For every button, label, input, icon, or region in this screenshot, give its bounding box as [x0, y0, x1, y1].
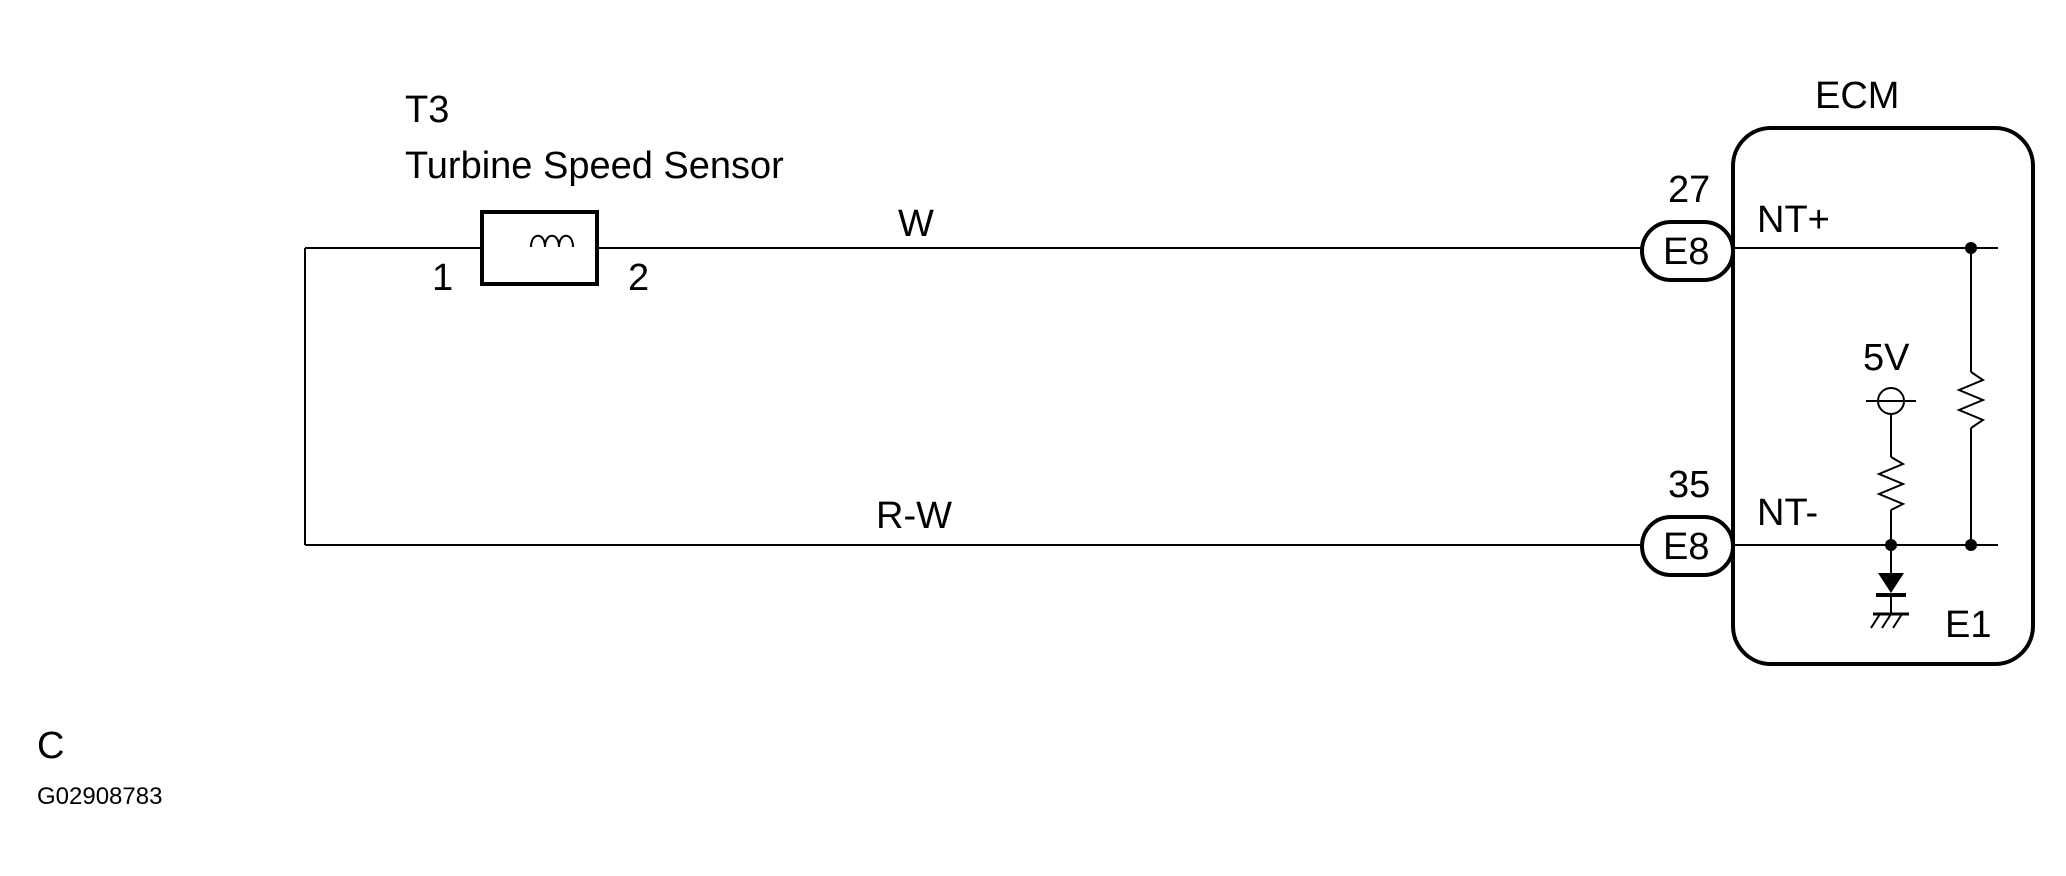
sensor-id: T3	[405, 89, 449, 131]
signal-nt-plus: NT+	[1757, 199, 1830, 241]
ground-icon	[1870, 612, 1909, 629]
signal-nt-minus: NT-	[1757, 492, 1818, 534]
ecm-title: ECM	[1815, 75, 1899, 117]
figure-code: G02908783	[37, 783, 162, 810]
figure-section: C	[37, 725, 64, 767]
ecm-internal-circuit	[1733, 242, 1998, 629]
terminal-35-pin: 35	[1668, 464, 1710, 506]
sensor-pin-2: 2	[628, 257, 649, 299]
resistor-icon	[1956, 371, 1986, 429]
sensor-name: Turbine Speed Sensor	[405, 145, 784, 187]
turbine-speed-sensor	[480, 210, 599, 286]
supply-voltage: 5V	[1863, 337, 1910, 379]
ecm-box	[1731, 126, 2035, 666]
connector-e8-top	[1640, 220, 1735, 282]
diode-icon	[1878, 573, 1904, 593]
connector-e8-bottom-label: E8	[1663, 526, 1709, 568]
resistor-icon	[1876, 456, 1906, 511]
wire-color-top: W	[898, 203, 934, 245]
terminal-27-pin: 27	[1668, 169, 1710, 211]
coil-icon	[530, 234, 574, 248]
connector-e8-top-label: E8	[1663, 231, 1709, 273]
ground-terminal-e1: E1	[1945, 604, 1991, 646]
sensor-pin-1: 1	[432, 257, 453, 299]
junction-dot	[1965, 539, 1977, 551]
wire-harness	[304, 247, 1642, 546]
junction-dot	[1965, 242, 1977, 254]
wire-color-bottom: R-W	[876, 495, 952, 537]
